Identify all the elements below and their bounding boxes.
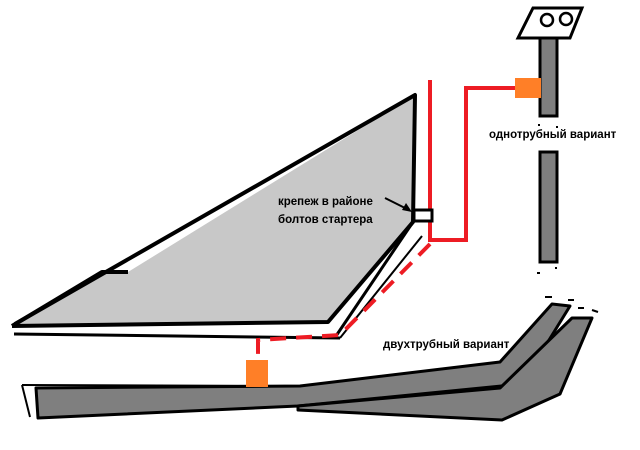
mount-label-line-1: крепеж в районе: [278, 196, 373, 208]
dual-pipe-lower: [296, 316, 594, 422]
support-line-bottom: [13, 332, 341, 340]
single-pipe-lower: [538, 150, 559, 264]
single-pipe-upper: [538, 36, 559, 118]
dual-pipe-label: двухтрубный вариант: [383, 339, 510, 351]
single-pipe-label: однотрубный вариант: [489, 129, 617, 141]
flange-hole-left: [539, 12, 555, 28]
wire-dual-pipe: [256, 242, 432, 360]
engine-panel: [10, 93, 417, 328]
arrow-icon: [384, 197, 412, 212]
dual-pipe-end-left: [21, 384, 31, 418]
flange-hole-right: [558, 11, 574, 27]
wire-single-pipe: [428, 80, 518, 242]
support-line-right: [334, 221, 415, 337]
dual-pipe-gap-4: [591, 309, 599, 313]
single-pipe: [515, 6, 585, 274]
dual-pipe-upper: [34, 302, 572, 420]
mount-label-line-2: болтов стартера: [278, 214, 373, 226]
sensor-icon-single: [515, 78, 541, 98]
engine-panel-fill: [12, 95, 415, 326]
bracket-icon: [412, 208, 434, 223]
sensor-icon-dual: [246, 360, 268, 387]
